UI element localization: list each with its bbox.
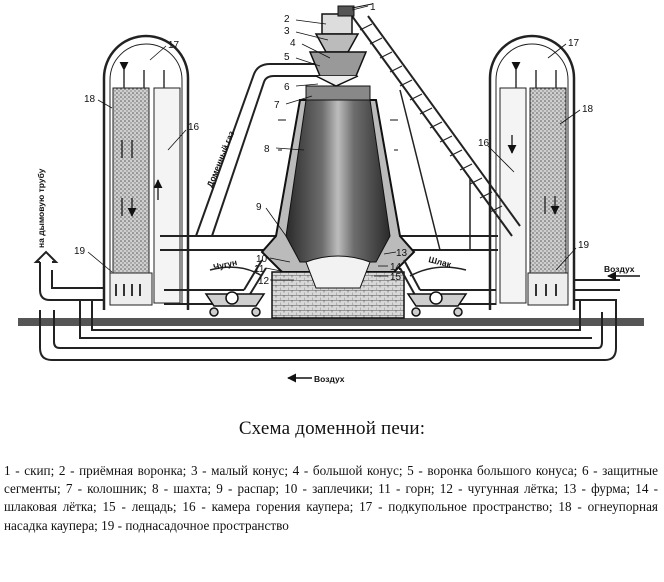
number-labels: 1 2 3 4 5 6 7 8 9 10 11 12 13 14 15 16 1… — [74, 2, 594, 287]
right-cowper — [488, 34, 576, 310]
label-air-right: Воздух — [604, 264, 635, 274]
label-5: 5 — [284, 52, 290, 63]
label-air-bottom: Воздух — [314, 374, 345, 384]
label-chimney: на дымовую трубу — [36, 168, 46, 248]
label-15: 15 — [390, 272, 402, 283]
iron-ladle-car — [204, 291, 266, 317]
skip-incline — [351, 15, 521, 251]
label-18-right: 18 — [582, 104, 594, 115]
label-16-left: 16 — [188, 122, 200, 133]
label-10: 10 — [256, 254, 268, 265]
label-17-left: 17 — [168, 40, 180, 51]
left-cowper — [102, 34, 190, 310]
diagram-caption: Схема доменной печи: — [238, 418, 426, 439]
air-flow-arrows — [287, 271, 640, 383]
label-19-left: 19 — [74, 246, 86, 257]
label-17-right: 17 — [568, 38, 580, 49]
label-13: 13 — [396, 248, 408, 259]
label-2: 2 — [284, 14, 290, 25]
label-1: 1 — [370, 2, 376, 13]
ground-line — [18, 318, 644, 326]
label-4: 4 — [290, 38, 296, 49]
right-checker-packing — [529, 87, 567, 274]
furnace-throat — [305, 85, 371, 101]
label-8: 8 — [264, 144, 270, 155]
right-combustion-chamber — [499, 87, 527, 304]
right-subchecker-space — [527, 272, 569, 306]
diagram-legend: 1 - скип; 2 - приёмная воронка; 3 - малы… — [4, 463, 658, 533]
blast-furnace-diagram: 1 2 3 4 5 6 7 8 9 10 11 12 13 14 15 16 1… — [18, 2, 644, 384]
label-18-left: 18 — [84, 94, 96, 105]
label-11: 11 — [254, 264, 265, 275]
label-14: 14 — [390, 262, 402, 273]
label-16-right: 16 — [478, 138, 490, 149]
label-7: 7 — [274, 100, 280, 111]
label-3: 3 — [284, 26, 290, 37]
downcomer-gas-pipe — [195, 63, 320, 237]
bottom-air-duct — [39, 299, 617, 361]
leader-lines — [87, 5, 581, 281]
furnace-body — [260, 85, 416, 319]
label-12: 12 — [258, 276, 270, 287]
slag-ladle-car — [406, 291, 468, 317]
label-19-right: 19 — [578, 240, 590, 251]
label-6: 6 — [284, 82, 290, 93]
label-9: 9 — [256, 202, 262, 213]
charging-top — [308, 3, 373, 87]
left-checker-packing — [112, 87, 150, 274]
chimney-pipe — [33, 250, 104, 301]
label-iron: Чугун — [212, 257, 238, 272]
